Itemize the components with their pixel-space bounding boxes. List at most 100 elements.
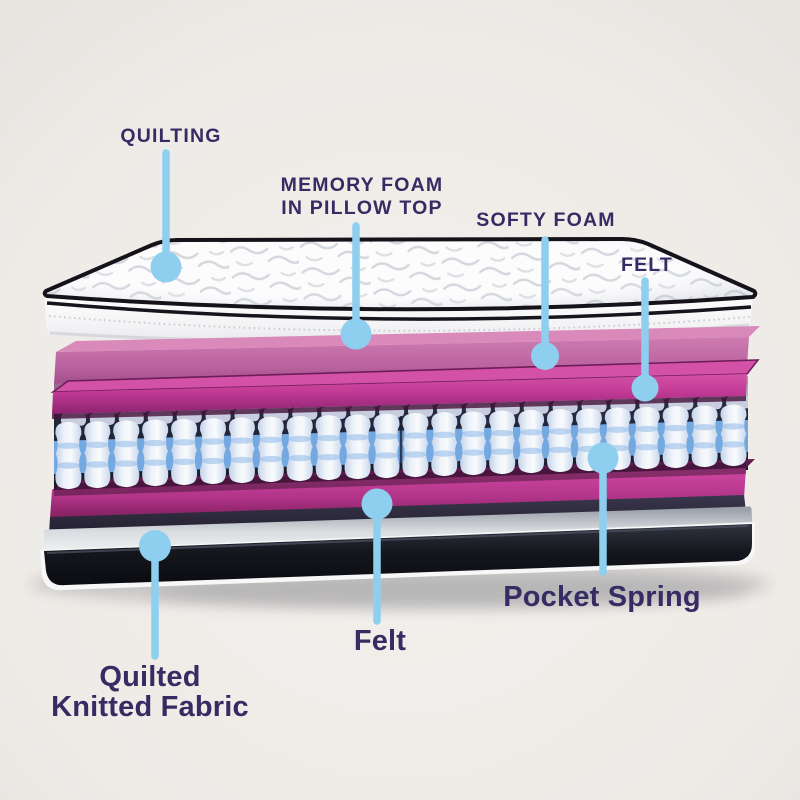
coil-pinch-shade (548, 428, 572, 435)
coil-pinch-shade (143, 459, 167, 466)
pocket-coil (546, 409, 574, 473)
coil-pinch-shade (519, 447, 543, 454)
coil-pinch-shade (692, 442, 717, 449)
quilting-callout-dot (150, 251, 182, 283)
pocket-coil (142, 419, 169, 487)
piping-top (42, 237, 758, 312)
coil-pinch-shade (201, 438, 225, 445)
pocket-coil (633, 406, 660, 470)
pocket-coil (199, 418, 227, 485)
pocket-coil (171, 418, 198, 486)
coil-pinch-shade (288, 454, 312, 462)
quilting-label: QUILTING (120, 125, 221, 147)
coil-pinch-shade (461, 449, 485, 456)
pocket-coil (228, 417, 255, 484)
pocket-coil (55, 421, 82, 490)
quilted-knitted-fabric-layer (44, 524, 752, 586)
coil-pinch-shade (519, 429, 543, 436)
coil-pinch-shade (172, 439, 196, 446)
callout-pocket-spring: Pocket Spring (503, 442, 701, 613)
callouts: QUILTING MEMORY FOAM IN PILLOW TOP SOFTY… (51, 125, 701, 723)
coil-pinch-shade (259, 436, 283, 443)
pocket-coil (84, 421, 111, 489)
callout-softy-foam: SOFTY FOAM (476, 209, 615, 370)
coil-pinch-shade (114, 440, 138, 448)
pocket-spring-coils (54, 404, 748, 496)
pocket-coil (518, 409, 545, 474)
coil-pinch-shade (143, 439, 167, 447)
spring-cap (743, 376, 748, 387)
coil-pinch-shade (577, 427, 601, 434)
coil-pinch-shade (85, 441, 110, 448)
coil-pinch-shade (721, 441, 746, 448)
callout-memory-foam: MEMORY FOAM IN PILLOW TOP (281, 174, 444, 350)
pocket-coil (373, 413, 400, 479)
felt-top-callout-dot (631, 374, 659, 402)
quilted-knitted-fabric-callout-dot (139, 530, 171, 562)
memory-foam-label-line2: IN PILLOW TOP (281, 197, 443, 219)
coil-pinch-shade (56, 442, 81, 449)
callout-quilted-knitted-fabric: Quilted Knitted Fabric (51, 530, 249, 723)
pocket-spring-label: Pocket Spring (503, 581, 701, 613)
felt-top-label: FELT (621, 254, 673, 276)
pocket-coil (662, 406, 689, 469)
coil-pinch-shade (345, 434, 370, 441)
coil-pinch-shade (490, 429, 514, 437)
coil-pinch-shade (635, 425, 659, 433)
pocket-coil (720, 404, 747, 467)
felt-bottom-callout-dot (361, 488, 393, 520)
coil-pinch-shade (461, 430, 485, 438)
coil-pinch-shade (230, 456, 254, 464)
coil-pinch-shade (403, 432, 428, 439)
coil-pinch-shade (172, 458, 196, 465)
coil-pinch-shade (635, 444, 659, 451)
pillow-top-layer (42, 237, 758, 345)
coil-pinch-shade (548, 446, 572, 454)
base-layers (40, 495, 755, 591)
coil-pinch-shade (664, 424, 688, 432)
coil-pinch-shade (374, 452, 399, 459)
pocket-coil (402, 412, 429, 478)
pocket-coil (344, 414, 371, 480)
coil-pinch-shade (403, 451, 428, 458)
coil-pinch-shade (490, 448, 514, 455)
coil-pinch-shade (721, 423, 746, 430)
pocket-coil (113, 420, 140, 488)
quilted-knitted-fabric-label-line1: Quilted (99, 661, 200, 693)
coil-pinch-shade (56, 462, 81, 469)
coil-pinch-shade (432, 431, 456, 438)
coil-pinch-shade (114, 460, 138, 467)
felt-top-layer (50, 359, 760, 419)
coil-pinch-shade (201, 457, 225, 465)
pocket-coil (489, 410, 516, 475)
stitch-seam (48, 315, 751, 332)
coil-pinch-shade (259, 455, 283, 463)
coil-pinch-shade (317, 454, 341, 461)
softy-foam-callout-dot (531, 342, 559, 370)
memory-foam-label-line1: MEMORY FOAM (281, 174, 444, 196)
coil-pinch-shade (606, 426, 630, 433)
pocket-coil (257, 416, 284, 483)
pocket-coil (315, 415, 342, 481)
memory-foam-callout-dot (340, 318, 372, 350)
felt-bottom-label: Felt (354, 625, 406, 657)
pocket-coil (460, 411, 487, 476)
coil-pinch-shade (230, 437, 254, 444)
piping-bottom (46, 301, 752, 321)
spring-under-shadow (54, 462, 746, 496)
quilted-knitted-fabric-label-line2: Knitted Fabric (51, 691, 249, 723)
softy-foam-label: SOFTY FOAM (476, 209, 615, 231)
coil-pinch-shade (432, 450, 456, 457)
pocket-spring-callout-dot (587, 442, 619, 474)
callout-felt-bottom: Felt (354, 488, 406, 657)
quilted-top-surface (42, 237, 758, 321)
coil-pinch-shade (664, 443, 688, 450)
callout-felt-top: FELT (621, 254, 673, 402)
coil-pinch-shade (345, 453, 370, 460)
coil-pinch-shade (317, 434, 341, 442)
pocket-coil (431, 412, 458, 477)
callout-quilting: QUILTING (120, 125, 221, 283)
coil-pinch-shade (85, 461, 110, 468)
